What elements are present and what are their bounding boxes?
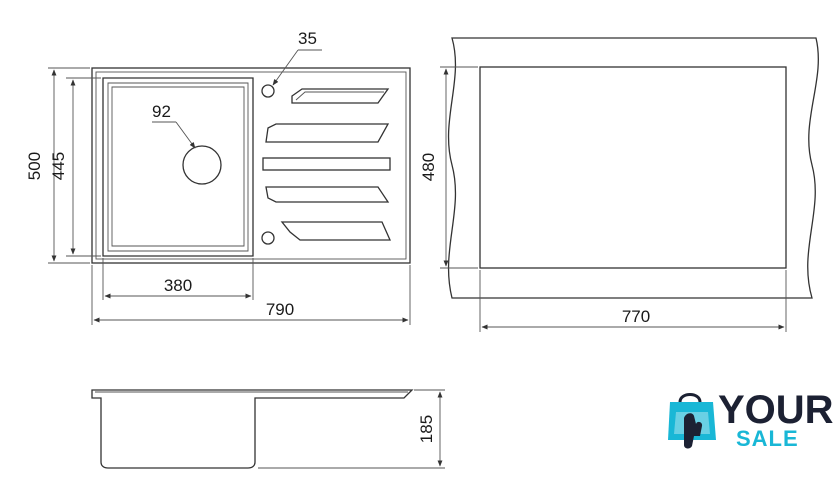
countertop-cutout-view [447,37,819,299]
dim-35: 35 [272,29,322,86]
cutout-rect [479,66,787,269]
bowl-drain-circle [182,145,222,185]
logo-your: YOUR [718,388,834,432]
dim-380-label: 380 [164,276,192,295]
drainer-groove [262,157,391,171]
dim-35-label: 35 [298,29,317,48]
sink-outline [91,67,411,264]
shopping-bag-hand-icon [668,393,716,449]
dim-790: 790 [91,265,411,325]
sink-top-view [91,67,411,264]
drainer-groove [265,123,390,143]
drainer-groove [265,186,390,203]
dim-480: 480 [419,66,478,269]
sink-side-view [91,389,414,469]
drainer-groove [291,88,390,104]
countertop-outline [447,37,819,299]
overflow-hole-top [261,84,275,98]
dim-185: 185 [258,389,445,469]
bowl-outline [102,77,254,257]
dim-380: 380 [102,258,254,300]
dim-92-label: 92 [152,102,171,121]
dim-770-label: 770 [622,307,650,326]
dim-445: 445 [49,77,101,257]
dim-185-label: 185 [417,415,436,443]
overflow-hole-bottom [261,231,275,245]
yoursale-logo: YOUR SALE [668,388,834,451]
dim-92: 92 [152,102,196,149]
logo-sale: SALE [736,426,799,451]
drainer-groove [280,221,392,241]
dim-500-label: 500 [25,152,44,180]
dim-445-label: 445 [49,152,68,180]
dim-500: 500 [25,67,90,264]
dim-790-label: 790 [266,300,294,319]
dim-770: 770 [479,270,787,332]
side-profile-outline [91,389,414,469]
dim-480-label: 480 [419,153,438,181]
